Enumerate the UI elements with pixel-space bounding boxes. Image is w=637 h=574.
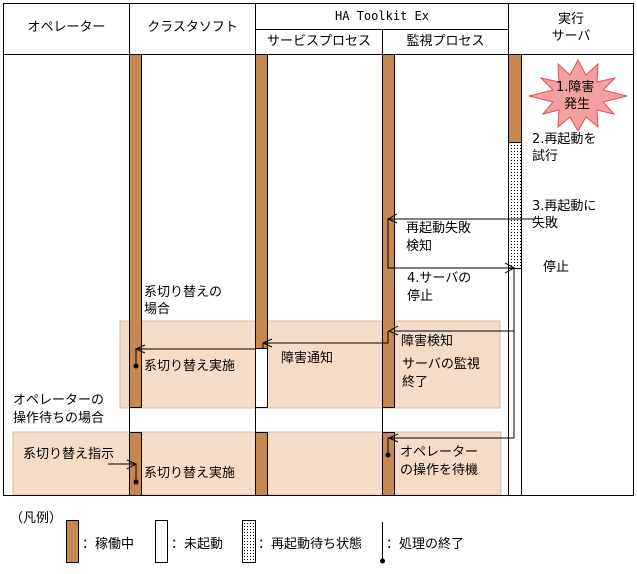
- restart-try-1: 2.再起動を: [532, 132, 597, 147]
- header-monitor-process: 監視プロセス: [406, 34, 485, 49]
- service-running-bar-2: [255, 432, 268, 496]
- server-running-bar: [508, 54, 522, 143]
- legend-not-started-swatch: [155, 520, 168, 563]
- stop-label: 停止: [543, 260, 570, 275]
- header-exec-server-2: サーバ: [551, 29, 591, 44]
- header-ha-toolkit: HA Toolkit Ex: [335, 9, 429, 23]
- wait-operator-2: の操作を待機: [400, 463, 479, 478]
- monitor-end-2: 終了: [402, 375, 429, 390]
- monitor-running-bar-2: [382, 432, 395, 496]
- failover-case-2: 場合: [144, 302, 171, 317]
- legend-process-end: ：処理の終了: [386, 537, 465, 552]
- restart-try-2: 試行: [532, 149, 559, 164]
- server-restart-waiting-bar: [508, 142, 522, 269]
- monitor-end-1: サーバの監視: [402, 357, 480, 372]
- failure-notify: 障害通知: [281, 351, 334, 366]
- wait-operator-1: オペレーター: [400, 445, 479, 460]
- failure-label-2: 発生: [564, 97, 591, 112]
- service-not-started-bar: [255, 348, 268, 408]
- operator-wait-case-2: 操作待ちの場合: [13, 411, 105, 426]
- server-stop-1: 4.サーバの: [407, 271, 472, 286]
- legend-restart-waiting: ：再起動待ち状態: [258, 537, 363, 552]
- failover-exec-2: 系切り替え実施: [144, 466, 236, 481]
- restart-fail-detect-2: 検知: [406, 239, 433, 254]
- header-service-process: サービスプロセス: [266, 34, 371, 49]
- operator-wait-case-1: オペレーターの: [13, 393, 105, 408]
- legend-running: ：稼働中: [82, 537, 135, 552]
- header-operator: オペレーター: [27, 20, 106, 35]
- failover-case-band: [119, 320, 501, 409]
- failure-detect: 障害検知: [401, 334, 454, 349]
- restart-fail-1: 3.再起動に: [532, 199, 597, 214]
- service-running-bar-1: [255, 54, 268, 349]
- legend-not-started: ：未起動: [171, 537, 224, 552]
- failure-label-1: 1.障害: [556, 80, 595, 95]
- failover-case-1: 系切り替えの: [144, 285, 223, 300]
- legend-title: （凡例）: [10, 511, 63, 526]
- legend-end-dot: [380, 558, 385, 564]
- legend-restart-waiting-swatch: [242, 520, 256, 563]
- failure-burst-icon: [528, 58, 628, 133]
- failover-exec-1: 系切り替え実施: [144, 359, 236, 374]
- header-cluster-soft: クラスタソフト: [147, 20, 238, 35]
- header-exec-server-1: 実行: [557, 12, 584, 27]
- server-stop-2: 停止: [407, 289, 434, 304]
- restart-fail-2: 失敗: [532, 216, 559, 231]
- cluster-running-bar-1: [129, 54, 142, 408]
- legend-running-swatch: [66, 520, 79, 563]
- restart-fail-detect-1: 再起動失敗: [406, 221, 472, 236]
- failover-instruct: 系切り替え指示: [23, 447, 115, 462]
